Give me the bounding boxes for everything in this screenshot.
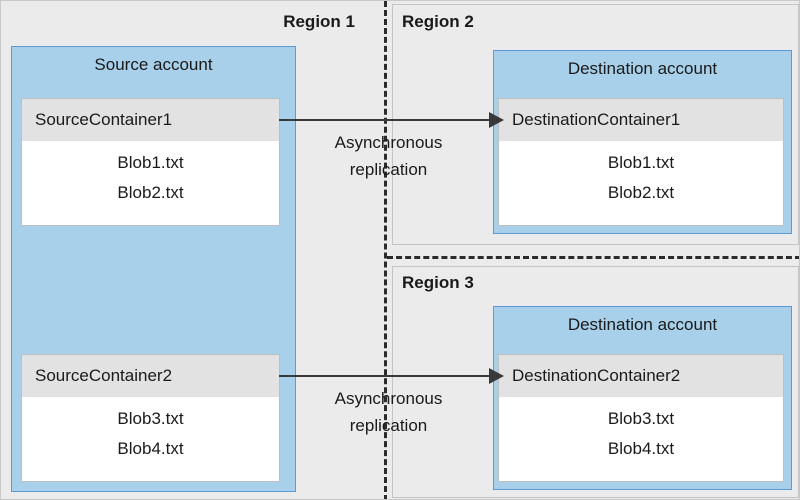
replication-arrow-1 bbox=[279, 112, 504, 128]
destination-account-label: Destination account bbox=[567, 315, 718, 334]
source-container-1-box[interactable]: SourceContainer1 Blob1.txt Blob2.txt bbox=[21, 98, 280, 226]
destination-container-1-box[interactable]: DestinationContainer1 Blob1.txt Blob2.tx… bbox=[498, 98, 784, 226]
destination-container-2-blob-list: Blob3.txt Blob4.txt bbox=[499, 397, 783, 464]
blob-item: Blob2.txt bbox=[607, 183, 675, 202]
replication-arrow-1-label: Asynchronous replication bbox=[286, 129, 491, 183]
region-2-title: Region 2 bbox=[402, 12, 474, 31]
destination-account-label: Destination account bbox=[567, 59, 718, 78]
arrow-label-line-1: Asynchronous bbox=[334, 133, 443, 152]
arrow-label-line-2: replication bbox=[349, 416, 428, 435]
source-container-1-name: SourceContainer1 bbox=[22, 99, 279, 141]
blob-item: Blob2.txt bbox=[117, 183, 184, 202]
source-container-2-blob-list: Blob3.txt Blob4.txt bbox=[22, 397, 279, 464]
source-container-2-box[interactable]: SourceContainer2 Blob3.txt Blob4.txt bbox=[21, 354, 280, 482]
destination-container-2-box[interactable]: DestinationContainer2 Blob3.txt Blob4.tx… bbox=[498, 354, 784, 482]
region-divider-horizontal bbox=[387, 256, 799, 259]
blob-item: Blob3.txt bbox=[117, 409, 184, 428]
replication-arrow-2 bbox=[279, 368, 504, 384]
destination-container-1-name: DestinationContainer1 bbox=[499, 99, 783, 141]
blob-item: Blob3.txt bbox=[607, 409, 675, 428]
replication-arrow-2-label: Asynchronous replication bbox=[286, 385, 491, 439]
blob-item: Blob1.txt bbox=[607, 153, 675, 172]
region-divider-vertical bbox=[384, 1, 387, 499]
source-account-label: Source account bbox=[94, 55, 213, 74]
arrow-label-line-1: Asynchronous bbox=[334, 389, 443, 408]
destination-container-1-blob-list: Blob1.txt Blob2.txt bbox=[499, 141, 783, 208]
arrow-label-line-2: replication bbox=[349, 160, 428, 179]
destination-container-2-name: DestinationContainer2 bbox=[499, 355, 783, 397]
region-1-title: Region 1 bbox=[283, 12, 355, 31]
region-3-title: Region 3 bbox=[402, 273, 474, 292]
blob-item: Blob1.txt bbox=[117, 153, 184, 172]
source-container-1-blob-list: Blob1.txt Blob2.txt bbox=[22, 141, 279, 208]
source-container-2-name: SourceContainer2 bbox=[22, 355, 279, 397]
blob-item: Blob4.txt bbox=[117, 439, 184, 458]
blob-item: Blob4.txt bbox=[607, 439, 675, 458]
